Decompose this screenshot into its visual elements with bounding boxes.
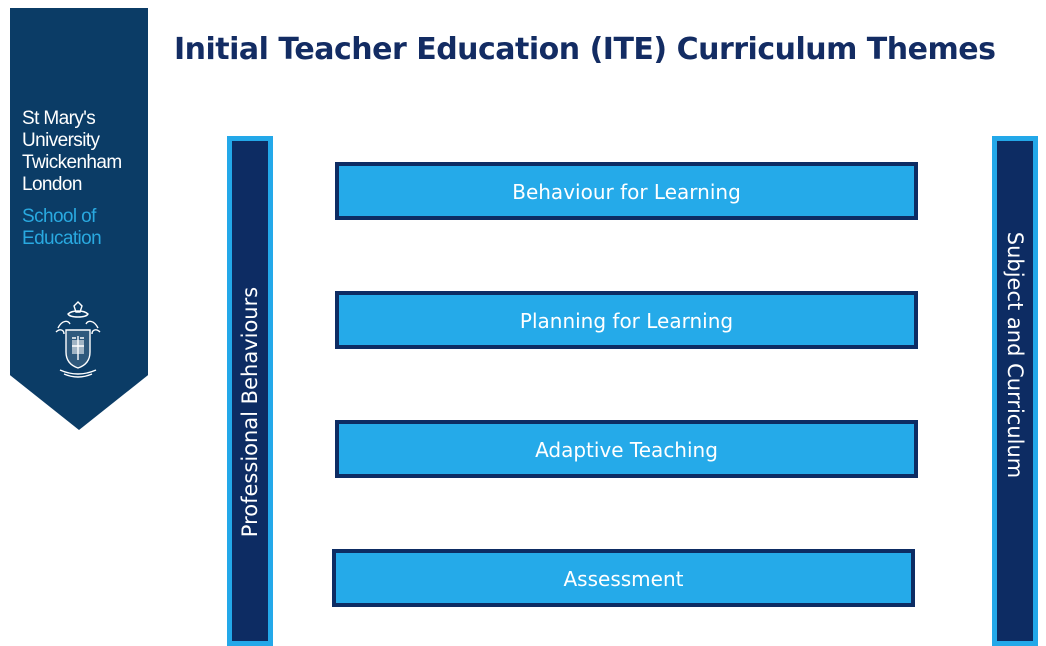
logo-text-line: London xyxy=(22,174,82,195)
theme-label: Adaptive Teaching xyxy=(535,437,718,462)
pillar-label: Subject and Curriculum xyxy=(1003,231,1027,479)
page-title: Initial Teacher Education (ITE) Curricul… xyxy=(174,32,996,67)
pillar-professional-behaviours: Professional Behaviours xyxy=(227,136,273,646)
theme-adaptive-teaching: Adaptive Teaching xyxy=(335,420,918,478)
logo-school-line: Education xyxy=(22,228,102,249)
logo-school-line: School of xyxy=(22,206,96,227)
theme-label: Planning for Learning xyxy=(519,308,734,333)
pillar-subject-curriculum: Subject and Curriculum xyxy=(992,136,1038,646)
logo-text-line: St Mary's xyxy=(22,108,96,129)
crest-icon xyxy=(55,301,101,378)
theme-label: Behaviour for Learning xyxy=(512,179,741,204)
pillar-label: Professional Behaviours xyxy=(238,286,262,538)
theme-planning-for-learning: Planning for Learning xyxy=(335,291,918,349)
logo-text-line: University xyxy=(22,130,100,151)
theme-assessment: Assessment xyxy=(332,549,915,607)
university-logo-banner: St Mary's University Twickenham London S… xyxy=(10,8,148,430)
theme-behaviour-for-learning: Behaviour for Learning xyxy=(335,162,918,220)
logo-text-line: Twickenham xyxy=(22,152,122,173)
theme-label: Assessment xyxy=(563,566,684,591)
